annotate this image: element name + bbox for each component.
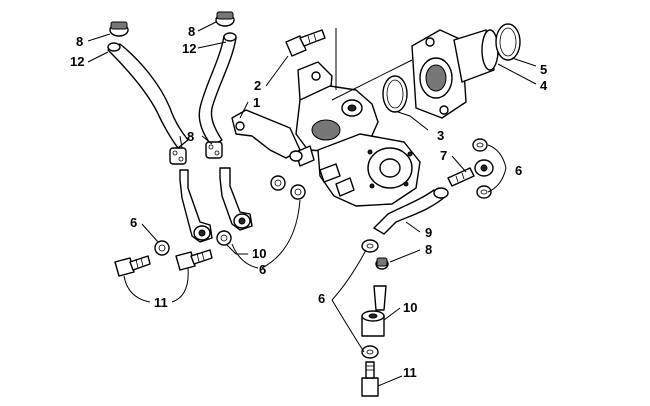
bracket-bolt <box>285 29 326 57</box>
callout-1: 1 <box>253 95 260 110</box>
oil-pump-body <box>231 61 421 207</box>
banjo-bolt-center <box>175 249 213 271</box>
hose-center <box>198 35 237 147</box>
callout-10-left: 10 <box>252 246 266 261</box>
callout-2: 2 <box>254 78 261 93</box>
callout-6-left-lower: 6 <box>259 262 266 277</box>
callout-labels: 8 12 8 12 2 1 8 3 5 4 7 6 9 8 6 10 11 6 … <box>70 24 548 380</box>
callout-8-clip: 8 <box>187 129 194 144</box>
callout-11-right: 11 <box>403 365 417 380</box>
callout-9: 9 <box>425 225 432 240</box>
callout-6-lower: 6 <box>318 291 325 306</box>
outlet-hose-9 <box>373 187 449 235</box>
washers-left <box>154 175 306 256</box>
banjo-bolt-left <box>114 255 151 277</box>
hose-left <box>107 43 189 149</box>
callout-11-left: 11 <box>154 295 168 310</box>
callout-6-left: 6 <box>130 215 137 230</box>
bleed-bolt-assembly <box>447 138 494 199</box>
left-hose-assembly <box>107 21 213 243</box>
callout-7: 7 <box>440 148 447 163</box>
callout-10-right: 10 <box>403 300 417 315</box>
callout-4: 4 <box>540 78 548 93</box>
callout-12-center: 12 <box>182 41 196 56</box>
callout-3: 3 <box>437 128 444 143</box>
hose-clip-left <box>169 147 187 165</box>
callout-6-right: 6 <box>515 163 522 178</box>
drive-housing <box>382 23 521 119</box>
lower-fitting-stack <box>361 239 389 397</box>
center-hose-assembly <box>198 11 253 231</box>
leader-lines <box>87 21 537 387</box>
callout-12-left: 12 <box>70 54 84 69</box>
banjo-fitting-left <box>179 169 213 243</box>
callout-5: 5 <box>540 62 547 77</box>
hose-clip-center <box>205 141 223 159</box>
callout-8-right: 8 <box>425 242 432 257</box>
mounting-bracket <box>231 109 301 159</box>
callout-8-top-center: 8 <box>188 24 195 39</box>
callout-8-top-left: 8 <box>76 34 83 49</box>
